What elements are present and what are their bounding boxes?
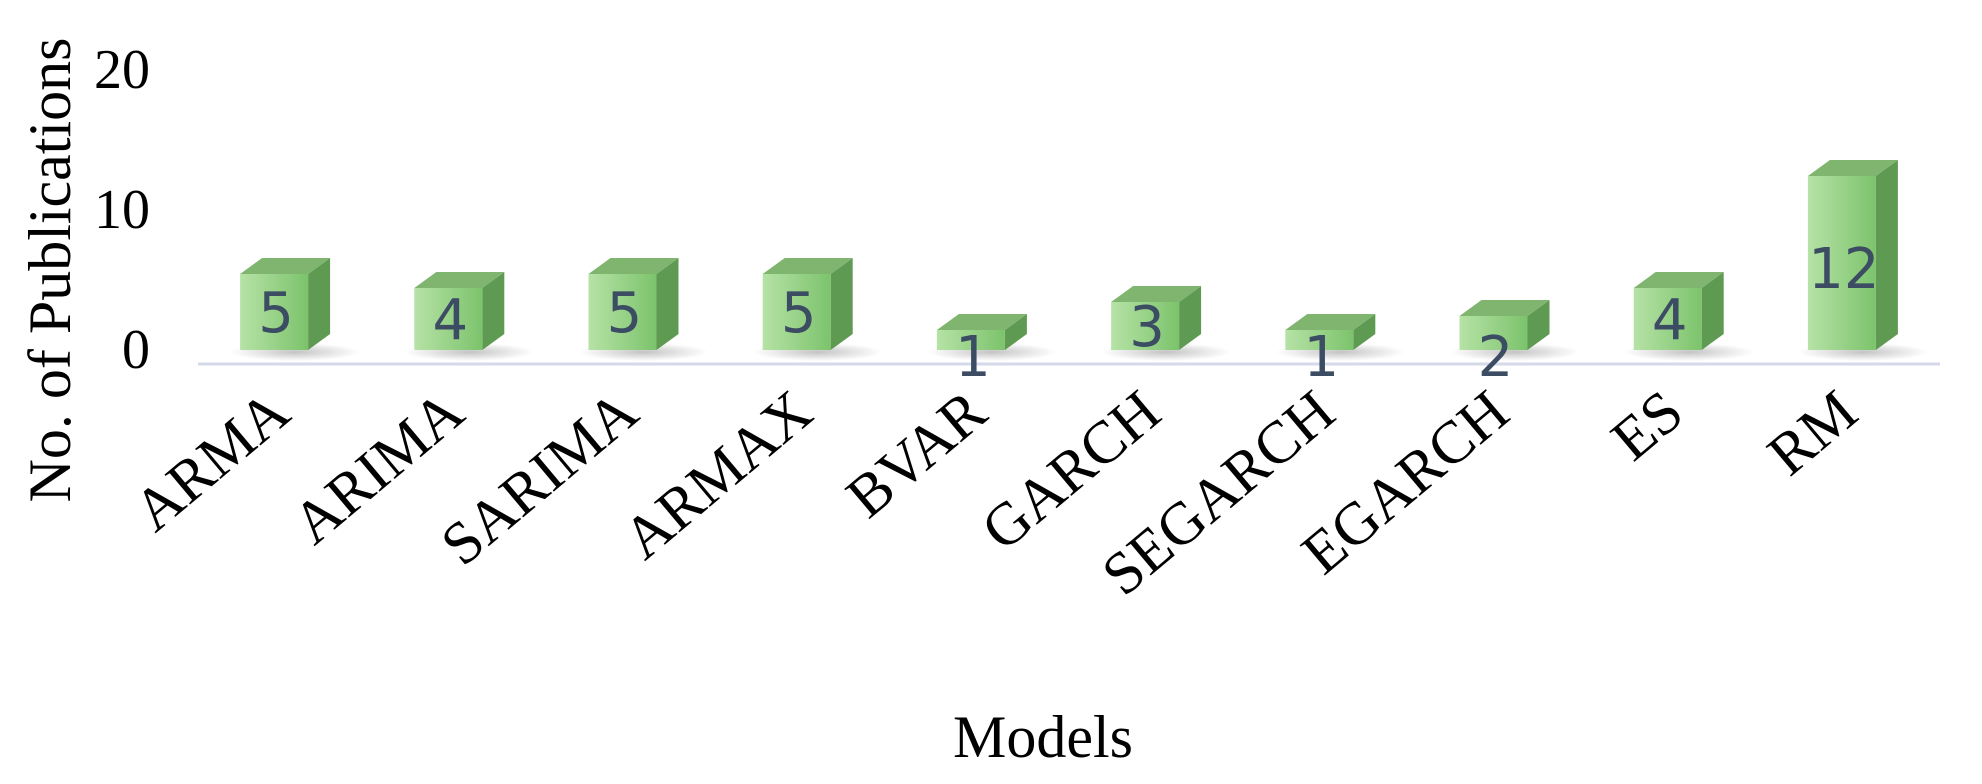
bar-top-face (1807, 160, 1898, 176)
data-label: 1 (955, 325, 991, 390)
y-tick-label: 20 (94, 39, 150, 101)
bar-front-face (414, 288, 483, 350)
bar-series (230, 160, 1928, 361)
x-tick-label: ARMA (121, 377, 301, 543)
bar-side-face (1353, 314, 1376, 350)
bar-side-face (1875, 160, 1898, 350)
bar-armax (753, 258, 883, 361)
data-label: 4 (1652, 288, 1688, 353)
data-label: 3 (1129, 295, 1165, 360)
x-tick-label: ES (1599, 377, 1695, 473)
data-label: 4 (432, 288, 468, 353)
bar-side-face (1179, 286, 1202, 350)
data-label: 5 (781, 281, 817, 346)
x-axis-title: Models (953, 704, 1133, 770)
bar-side-face (308, 258, 331, 350)
bar-top-face (414, 272, 505, 288)
bar-front-face (936, 330, 1005, 350)
bar-front-face (1111, 302, 1180, 350)
bar-top-face (1111, 286, 1202, 302)
bar-front-face (240, 274, 309, 350)
bar-rm (1798, 160, 1928, 361)
data-label: 5 (607, 281, 643, 346)
bar-top-face (762, 258, 853, 274)
bar-side-face (1701, 272, 1724, 350)
bar-es (1624, 272, 1754, 361)
bar-side-face (1004, 314, 1027, 350)
bar-bvar (927, 314, 1057, 361)
bar-segarch (1275, 314, 1405, 361)
bar-front-face (588, 274, 657, 350)
x-tick-label: ARMAX (611, 377, 825, 571)
bar-sarima (578, 258, 709, 361)
bar-garch (1101, 286, 1231, 361)
bar-front-face (1807, 176, 1876, 350)
y-tick-label: 0 (122, 319, 150, 381)
data-label: 1 (1303, 325, 1339, 390)
data-label: 12 (1808, 237, 1879, 302)
x-tick-label: RM (1755, 377, 1869, 488)
bar-top-face (1459, 300, 1550, 316)
bar-side-face (482, 272, 505, 350)
x-tick-label: SARIMA (429, 377, 650, 578)
y-tick-label: 10 (94, 179, 150, 241)
bar-side-face (830, 258, 853, 350)
y-axis-title: No. of Publications (17, 38, 83, 503)
x-tick-label: BVAR (834, 377, 998, 530)
bar-egarch (1449, 300, 1580, 361)
bar-top-face (240, 258, 331, 274)
bar-side-face (656, 258, 679, 350)
bar-top-face (936, 314, 1027, 330)
bar-side-face (1527, 300, 1550, 350)
bar-front-face (1633, 288, 1702, 350)
data-label: 5 (258, 281, 294, 346)
y-axis-ticks: 0 10 20 (94, 39, 150, 381)
bar-arima (404, 272, 534, 361)
bar-arma (230, 258, 360, 361)
bar-top-face (1285, 314, 1376, 330)
bar-front-face (1459, 316, 1528, 350)
data-label: 2 (1478, 325, 1514, 390)
bar-front-face (1285, 330, 1354, 350)
bar-top-face (1633, 272, 1724, 288)
bar-top-face (588, 258, 679, 274)
bar-front-face (762, 274, 831, 350)
